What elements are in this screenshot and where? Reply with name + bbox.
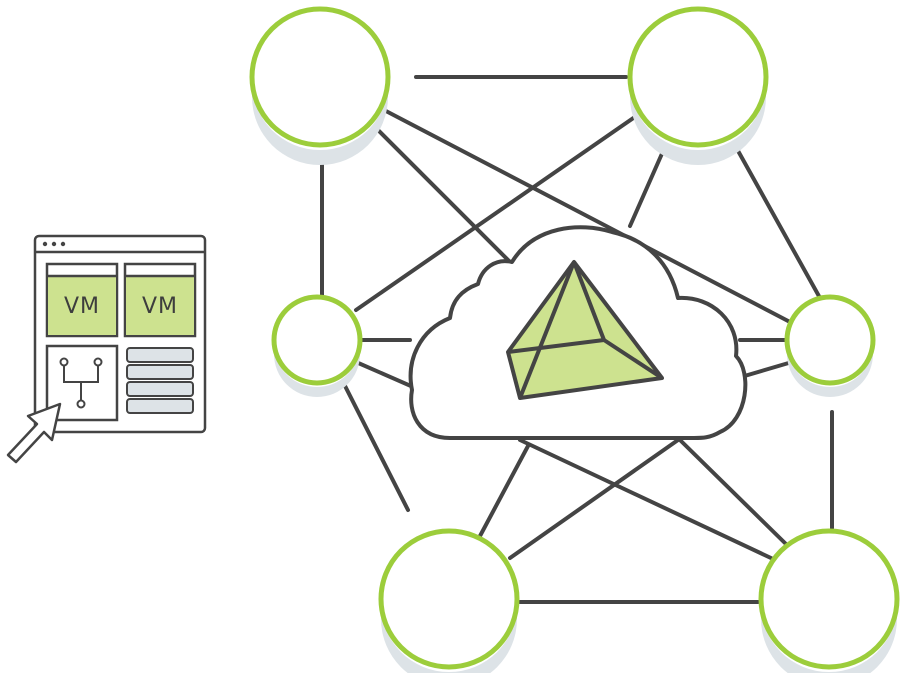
node-mid-left: [271, 294, 363, 397]
link-topleft-cloud: [372, 124, 512, 264]
node-bottom-left: [378, 528, 520, 673]
link-topright-midright: [730, 138, 822, 300]
pyramid-logo-icon: [506, 260, 664, 400]
vm-tile-left[interactable]: VM: [45, 262, 119, 338]
link-cloud-bottomleft-b: [508, 438, 680, 560]
node-top-right: [627, 6, 769, 165]
vm-tile-left-label: VM: [64, 294, 100, 319]
vm-tile-right-label: VM: [142, 294, 178, 319]
management-console-window: VM VM: [6, 234, 207, 464]
link-midleft-down: [340, 378, 410, 512]
node-mid-right: [784, 294, 876, 397]
mouse-cursor-icon: [6, 402, 62, 464]
link-topright-midleft: [354, 110, 644, 312]
link-cloud-bottomleft: [478, 444, 530, 538]
link-cloud-bottomright-b: [678, 438, 792, 550]
node-top-left: [249, 6, 391, 165]
database-stack-icon[interactable]: [126, 347, 194, 414]
network-branch-icon: [59, 357, 103, 409]
node-bottom-right: [758, 528, 900, 673]
link-topleft-midright: [382, 108, 792, 324]
link-cloud-bottomright-a: [518, 438, 790, 568]
vm-tile-right[interactable]: VM: [123, 262, 197, 338]
window-dots-icon: [42, 241, 66, 247]
